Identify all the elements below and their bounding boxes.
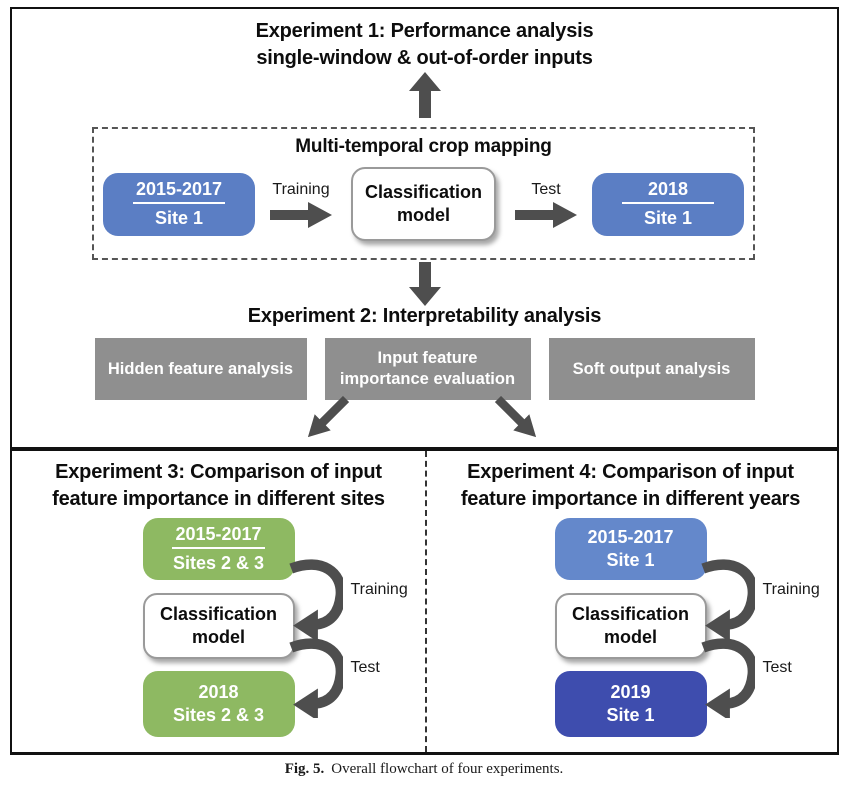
caption-text: Overall flowchart of four experiments.: [331, 761, 564, 777]
target-year: 2019: [610, 681, 651, 702]
experiment1-title: Experiment 1: Performance analysis singl…: [255, 20, 594, 69]
curved-arrow-icon: [288, 559, 343, 639]
experiment3-title: Experiment 3: Comparison of input featur…: [52, 461, 385, 510]
curved-arrow-icon: [288, 638, 343, 718]
hidden-feature-analysis-box: Hidden feature analysis: [94, 338, 307, 400]
flow-row: 2015-2017 Site 1 Training Classification…: [94, 167, 753, 241]
diagonal-arrow-right-icon: [494, 395, 537, 438]
experiment3-panel: Experiment 3: Comparison of input featur…: [12, 451, 425, 752]
curved-arrow-icon: [700, 559, 755, 639]
source-data-box: 2015-2017 Site 1: [554, 518, 707, 580]
test-label: Test: [762, 659, 792, 676]
target-data-box: 2018 Sites 2 & 3: [142, 671, 295, 737]
right-arrow-icon: [270, 201, 332, 228]
source-years: 2015-2017: [172, 523, 265, 549]
right-arrow-icon: [515, 201, 577, 228]
panel-divider: [424, 451, 427, 752]
diagonal-arrow-left-icon: [307, 395, 350, 438]
target-data-box: 2019 Site 1: [554, 671, 707, 737]
top-panel: Experiment 1: Performance analysis singl…: [10, 7, 839, 449]
experiment3-flow: 2015-2017 Sites 2 & 3 Classification mod…: [142, 518, 295, 737]
target-sites: Sites 2 & 3: [172, 705, 265, 725]
target-year: 2018: [621, 178, 715, 204]
test-arrow-cell: Test: [500, 181, 592, 228]
training-arrow-cell: Training: [255, 181, 347, 228]
source-data-box: 2015-2017 Sites 2 & 3: [142, 518, 295, 580]
figure-caption: Fig. 5. Overall flowchart of four experim…: [0, 761, 848, 778]
training-label: Training: [272, 180, 330, 198]
multi-temporal-mapping-box: Multi-temporal crop mapping 2015-2017 Si…: [92, 127, 755, 260]
test-label: Test: [350, 659, 380, 676]
source-site: Site 1: [154, 208, 204, 228]
target-site: Site 1: [643, 208, 693, 228]
experiment4-panel: Experiment 4: Comparison of input featur…: [424, 451, 837, 752]
training-label: Training: [350, 581, 408, 598]
experiment2-title: Experiment 2: Interpretability analysis: [247, 305, 602, 327]
interpretability-boxes: Hidden feature analysis Input feature im…: [12, 338, 837, 400]
source-data-box: 2015-2017 Site 1: [103, 172, 255, 236]
source-site: Site 1: [606, 550, 655, 570]
up-arrow-icon: [408, 72, 441, 118]
target-site: Site 1: [606, 705, 655, 725]
experiment4-title: Experiment 4: Comparison of input featur…: [460, 461, 801, 510]
experiment4-flow: 2015-2017 Site 1 Classification model 20…: [554, 518, 707, 737]
soft-output-analysis-box: Soft output analysis: [548, 338, 755, 400]
multi-temporal-title: Multi-temporal crop mapping: [295, 136, 552, 157]
source-sites: Sites 2 & 3: [172, 553, 265, 573]
curved-arrow-icon: [700, 638, 755, 718]
classification-model-box: Classification model: [554, 593, 707, 659]
source-years: 2015-2017: [132, 178, 226, 204]
down-arrow-icon: [408, 262, 441, 306]
target-year: 2018: [198, 681, 239, 702]
caption-label: Fig. 5.: [284, 761, 325, 777]
input-feature-importance-box: Input feature importance evaluation: [324, 338, 531, 400]
test-label: Test: [531, 180, 561, 198]
bottom-panel: Experiment 3: Comparison of input featur…: [10, 449, 839, 755]
classification-model-box: Classification model: [142, 593, 295, 659]
target-data-box: 2018 Site 1: [592, 172, 744, 236]
source-years: 2015-2017: [587, 526, 674, 547]
training-label: Training: [762, 581, 820, 598]
classification-model-box: Classification model: [351, 167, 496, 241]
